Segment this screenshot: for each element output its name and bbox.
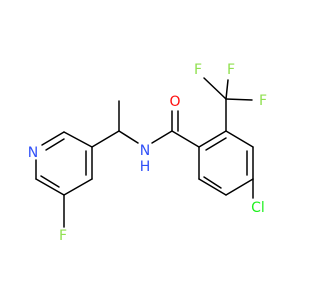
atom-fluorine-pyridine: F (59, 228, 67, 244)
bond-co-c1 (171, 130, 200, 148)
bonds (35, 77, 254, 228)
atom-fluorine-3: F (259, 93, 267, 109)
bond-double-npy-c2 (45, 138, 65, 151)
bond-npy-c2 (41, 131, 65, 146)
bond-cf3-f1 (203, 77, 227, 100)
bond-n-co (151, 130, 173, 144)
bond-c5-c6 (35, 178, 65, 196)
atom-hydrogen-amide: H (140, 159, 151, 175)
bond-c2-c3b (225, 130, 254, 148)
bond-ch-n (118, 130, 139, 144)
bond-double-c5b-c6b (203, 176, 222, 189)
molecule-structure: O N H N F F F F Cl (28, 62, 267, 244)
bond-c2-c3 (63, 131, 93, 148)
atom-labels: O N H N F F F F Cl (28, 62, 267, 244)
atom-nitrogen-pyridine: N (28, 145, 38, 161)
atom-fluorine-2: F (227, 62, 235, 78)
atom-fluorine-1: F (194, 62, 202, 78)
atom-nitrogen-amide: N (140, 143, 150, 159)
bond-c5b-c6b (198, 178, 227, 196)
bond-c3-ch (91, 130, 120, 148)
bond-c1-c2 (198, 130, 227, 148)
bond-cf3-f3 (225, 98, 253, 101)
bond-cf3-f2 (225, 79, 229, 100)
bond-c4b-c5b (225, 178, 254, 196)
atom-oxygen: O (169, 94, 180, 110)
bond-double-c5-c6 (40, 175, 60, 188)
atom-chlorine: Cl (251, 200, 265, 216)
bond-c4-c5 (63, 178, 93, 196)
bond-double-c1-c2 (205, 137, 227, 151)
